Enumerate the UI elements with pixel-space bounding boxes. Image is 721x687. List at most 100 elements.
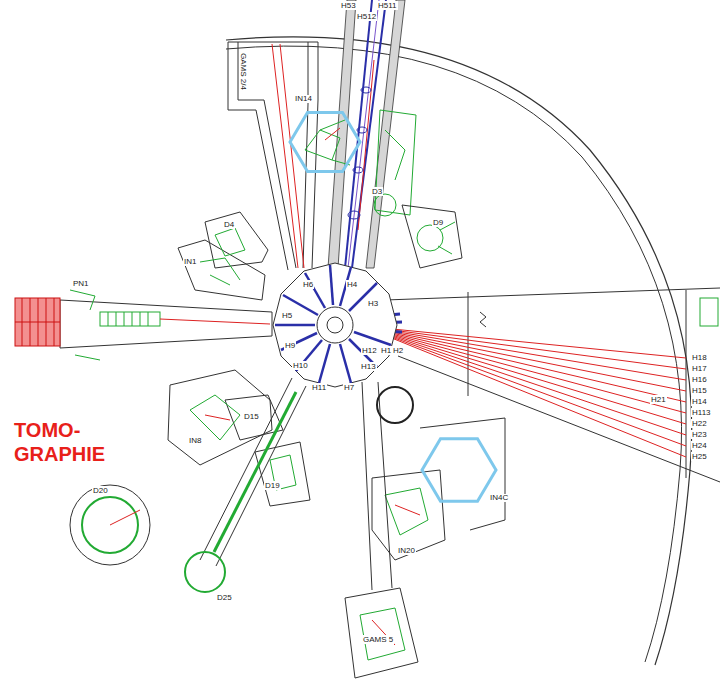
instrument-sketch: [214, 392, 296, 552]
instrument-name: H2: [392, 346, 404, 355]
instrument-sketch: [108, 312, 148, 326]
instrument-name: H5: [281, 311, 293, 320]
instrument-name: H21: [650, 395, 667, 404]
corridor-wall: [228, 42, 318, 43]
enclosure: [168, 370, 272, 465]
enclosure: [420, 418, 505, 530]
corridor-wall: [200, 378, 292, 560]
hall-wall: [398, 356, 720, 482]
instrument-name: PN1: [72, 279, 90, 288]
instrument-label: H10: [292, 362, 309, 370]
instrument-label: H9: [284, 342, 296, 350]
beam-line: [205, 415, 230, 420]
beam-tube: [305, 273, 325, 308]
instrument-label: H53: [340, 2, 357, 10]
beam-line: [362, 326, 686, 457]
beam-line: [362, 326, 686, 391]
guide-element: [348, 211, 360, 219]
instrument-name: H1: [380, 346, 392, 355]
instrument-name: GAMS 2/4: [239, 52, 248, 91]
instrument-label: H512: [356, 13, 377, 21]
instrument-sketch: [305, 130, 340, 160]
beam-line: [272, 44, 298, 268]
instrument-name: H14: [691, 397, 708, 406]
instrument-label: H6: [302, 281, 314, 289]
instrument-label: H511: [377, 2, 398, 10]
instrument-label: IN20: [397, 547, 416, 555]
instrument-label: H1: [380, 347, 392, 355]
instrument-name: GAMS 5: [362, 635, 394, 644]
guide-hall: [60, 300, 272, 348]
instrument-name: H10: [292, 361, 309, 370]
enclosure: [70, 485, 150, 565]
instrument-sketch: [385, 130, 405, 180]
instrument-label: H3: [367, 300, 379, 308]
beam-tube: [281, 333, 317, 350]
beam-line: [325, 128, 340, 140]
tomography-station: [15, 298, 60, 346]
instrument-label: D25: [216, 594, 233, 602]
instrument-sketch: [70, 290, 100, 360]
beam-line: [160, 319, 270, 324]
tomography-station: [15, 298, 60, 346]
instrument-name: H16: [691, 375, 708, 384]
enclosure: [377, 387, 413, 423]
guide-element: [353, 167, 363, 173]
instrument-sketch: [360, 608, 405, 660]
instrument-sketch: [700, 298, 718, 326]
instrument-name: H113: [691, 408, 712, 417]
instrument-name: H18: [691, 353, 708, 362]
instrument-sketch: [200, 258, 240, 285]
instrument-name: D15: [243, 412, 260, 421]
instrument-name: H13: [360, 362, 377, 371]
corridor-wall: [362, 382, 392, 590]
instrument-label: H15: [691, 387, 708, 395]
hexagon-outline: [422, 439, 496, 501]
guide-element: [361, 87, 371, 93]
beam-line: [110, 510, 140, 525]
instrument-name: D19: [264, 481, 281, 490]
enclosure: [372, 470, 445, 560]
instrument-name: IN14: [294, 95, 313, 103]
beam-line: [362, 326, 686, 369]
beam-line: [362, 326, 686, 446]
corridor-wall: [216, 386, 306, 566]
instrument-label: D19: [264, 482, 281, 490]
guide-wall: [366, 0, 405, 268]
beam-fan: [362, 326, 686, 457]
beam-line: [362, 326, 686, 435]
instrument-name: H11: [311, 383, 327, 392]
enclosure: [255, 442, 310, 506]
instrument-name: H9: [284, 341, 296, 350]
instrument-label: H7: [343, 384, 355, 392]
hexagon-outline: [290, 113, 360, 172]
instrument-name: D20: [92, 486, 109, 495]
instrument-label: H18: [691, 354, 708, 362]
beam-line: [362, 326, 686, 424]
instrument-name: IN4C: [489, 494, 509, 502]
instrument-label: D20: [92, 487, 109, 495]
instrument-name: H511: [377, 1, 398, 10]
instrument-name: H512: [356, 12, 377, 21]
instrument-name: D9: [432, 218, 444, 227]
reactor-core: [327, 317, 343, 333]
instrument-label: H5: [281, 312, 293, 320]
beam-line: [362, 326, 686, 402]
instrument-sketch: [190, 395, 240, 440]
instrument-label: PN1: [72, 280, 90, 288]
beam-line: [395, 505, 420, 515]
instrument-name: H23: [691, 430, 708, 439]
instrument-label: D9: [432, 219, 444, 227]
beam-tubes: [275, 265, 391, 383]
instrument-sketch: [320, 120, 350, 165]
instrument-name: D25: [216, 593, 233, 602]
instrument-sketch: [100, 312, 160, 326]
instrument-label: D4: [223, 221, 235, 229]
instrument-label: H12: [361, 347, 378, 355]
reactor-shield: [273, 263, 397, 387]
hall-wall: [480, 312, 486, 327]
reactor-core: [317, 307, 353, 343]
hall-wall: [385, 288, 720, 300]
instrument-sketch: [185, 552, 225, 592]
